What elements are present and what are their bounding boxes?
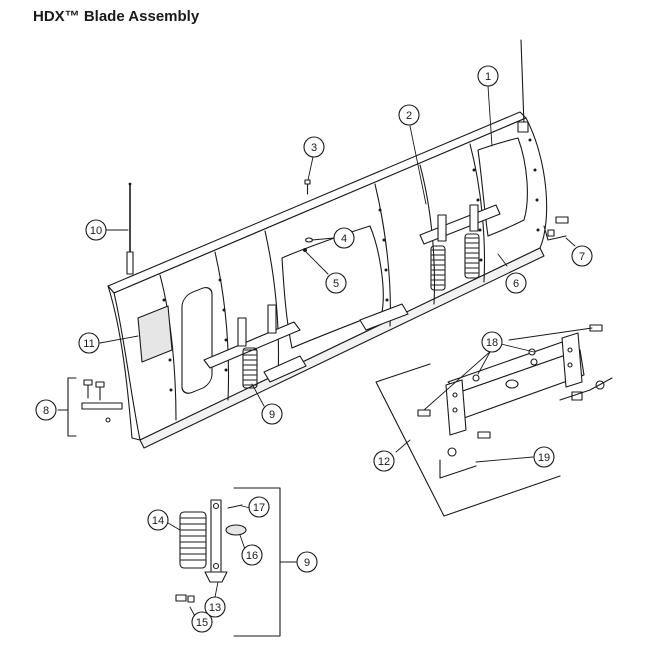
svg-text:9: 9 bbox=[269, 409, 275, 421]
callout-14: 14 bbox=[147, 509, 169, 531]
page-title: HDX™ Blade Assembly bbox=[33, 8, 200, 25]
svg-text:15: 15 bbox=[196, 617, 208, 629]
callout-18: 18 bbox=[481, 331, 503, 353]
callout-7: 7 bbox=[571, 245, 593, 267]
trip-spring bbox=[430, 233, 480, 291]
rib-bolts bbox=[162, 138, 540, 392]
group-bracket-8 bbox=[67, 377, 77, 437]
callout-2: 2 bbox=[398, 104, 420, 126]
callout-8: 8 bbox=[35, 399, 57, 421]
a-frame-mount bbox=[417, 324, 605, 457]
svg-text:11: 11 bbox=[83, 338, 94, 350]
callout-1: 1 bbox=[477, 65, 499, 87]
callout-5: 5 bbox=[325, 272, 347, 294]
callout-13: 13 bbox=[204, 596, 226, 618]
rib bbox=[214, 251, 230, 401]
trip-spring bbox=[242, 347, 258, 389]
svg-text:1: 1 bbox=[485, 71, 491, 83]
svg-text:19: 19 bbox=[538, 452, 550, 464]
blade-left-end bbox=[107, 285, 141, 441]
group-bracket-19b bbox=[559, 377, 613, 401]
callouts: 1 2 3 4 5 6 7 8 9 9 10 11 12 13 14 15 16… bbox=[35, 65, 593, 633]
nut-5 bbox=[303, 248, 307, 252]
eyebolt-13 bbox=[204, 499, 228, 583]
hardware-7 bbox=[547, 216, 569, 237]
callout-9b: 9 bbox=[296, 551, 318, 573]
callout-16: 16 bbox=[241, 544, 263, 566]
rib bbox=[159, 274, 177, 421]
svg-text:6: 6 bbox=[513, 278, 519, 290]
blade-marker-left bbox=[126, 182, 134, 275]
cap-16 bbox=[225, 524, 247, 536]
svg-text:12: 12 bbox=[378, 456, 390, 468]
leader-lines bbox=[99, 85, 593, 623]
callout-15: 15 bbox=[191, 611, 213, 633]
bolt-3 bbox=[304, 179, 311, 195]
hardware-15 bbox=[175, 594, 195, 603]
svg-text:2: 2 bbox=[406, 110, 412, 122]
blade-decal bbox=[137, 305, 173, 363]
svg-text:13: 13 bbox=[209, 602, 221, 614]
svg-text:9: 9 bbox=[304, 557, 310, 569]
blade-panel bbox=[181, 287, 213, 394]
svg-text:3: 3 bbox=[311, 142, 317, 154]
right-spring-bracket bbox=[359, 204, 501, 331]
left-spring-bracket bbox=[203, 304, 307, 389]
group-bracket-7 bbox=[543, 225, 567, 241]
spring-kit bbox=[175, 499, 247, 603]
spring-14 bbox=[179, 511, 207, 569]
svg-text:10: 10 bbox=[90, 225, 102, 237]
callout-17: 17 bbox=[248, 496, 270, 518]
callout-19: 19 bbox=[533, 446, 555, 468]
svg-text:5: 5 bbox=[333, 278, 339, 290]
callout-4: 4 bbox=[333, 227, 355, 249]
svg-text:14: 14 bbox=[152, 515, 164, 527]
callout-3: 3 bbox=[303, 136, 325, 158]
callout-11: 11 bbox=[78, 332, 100, 354]
washer-4 bbox=[304, 237, 314, 243]
svg-text:16: 16 bbox=[246, 550, 258, 562]
pin-17 bbox=[227, 504, 243, 509]
callout-10: 10 bbox=[85, 219, 107, 241]
group-bracket-19 bbox=[439, 459, 477, 479]
blade-marker-right bbox=[517, 39, 529, 133]
callout-12: 12 bbox=[373, 450, 395, 472]
callout-9: 9 bbox=[261, 403, 283, 425]
svg-text:18: 18 bbox=[486, 337, 498, 349]
svg-text:8: 8 bbox=[43, 405, 49, 417]
callout-6: 6 bbox=[505, 272, 527, 294]
hardware-8 bbox=[81, 379, 123, 423]
blade-panel bbox=[477, 137, 528, 237]
svg-text:17: 17 bbox=[253, 502, 265, 514]
svg-text:7: 7 bbox=[579, 251, 585, 263]
group-bracket-12 bbox=[375, 363, 561, 517]
svg-text:4: 4 bbox=[341, 233, 347, 245]
